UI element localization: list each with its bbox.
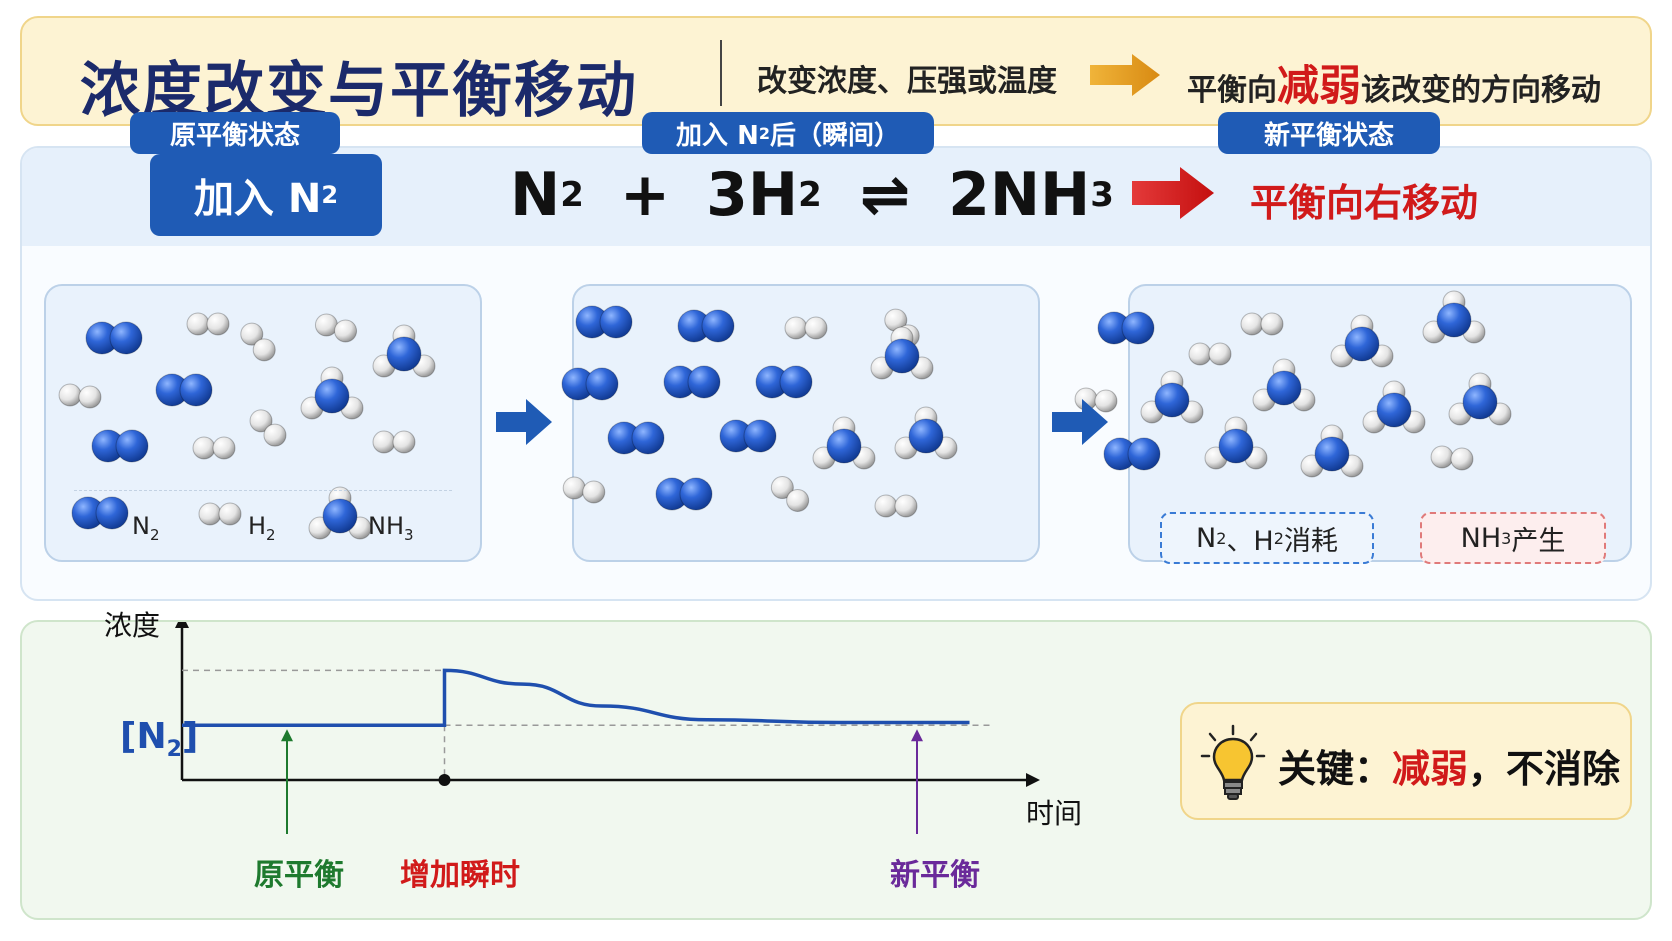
n2-molecule <box>1097 311 1155 345</box>
nh3-molecule <box>1422 290 1486 344</box>
n2-molecule <box>607 421 665 455</box>
nh3-molecule <box>894 406 958 460</box>
stage-label-new: 新平衡状态 <box>1218 112 1440 154</box>
y-axis-label: 浓度 <box>104 609 161 642</box>
reactant-h2-sub: 2 <box>798 175 822 215</box>
h2-molecule <box>198 502 242 526</box>
annotation-arrowhead <box>911 729 923 742</box>
nh3-molecule <box>1204 416 1268 470</box>
reactant-n2-sub: 2 <box>560 175 584 215</box>
n2-concentration-line <box>182 668 970 727</box>
shift-text: 平衡向右移动 <box>1250 181 1479 225</box>
h2-molecule <box>1188 342 1232 366</box>
n2-molecule <box>561 367 619 401</box>
nh3-molecule <box>372 324 436 378</box>
rule-effect: 平衡向减弱该改变的方向移动 <box>1187 52 1601 113</box>
rule-cause-text: 改变浓度、压强或温度 <box>757 64 1057 99</box>
n2-molecule <box>155 373 213 407</box>
nh3-molecule <box>1300 424 1364 478</box>
n2-molecule <box>91 429 149 463</box>
h2-molecule <box>1430 445 1474 471</box>
h2-molecule <box>192 436 236 460</box>
title-banner: 浓度改变与平衡移动 改变浓度、压强或温度 平衡向减弱该改变的方向移动 <box>20 16 1652 126</box>
concentration-chart <box>175 622 1040 834</box>
legend-h2: H2 <box>248 512 276 544</box>
reactant-h2: 3H <box>706 160 799 230</box>
h2-molecule <box>874 494 918 518</box>
rule-effect-highlight: 减弱 <box>1277 61 1362 110</box>
mark-label-new: 新平衡 <box>890 858 980 893</box>
key-point-text: 关键：减弱，不消除 <box>1278 747 1621 791</box>
product-nh3-sub: 3 <box>1090 175 1114 215</box>
nh3-molecule <box>812 416 876 470</box>
legend-nh3: NH3 <box>368 512 414 544</box>
shift-right-arrow-icon <box>1132 167 1214 219</box>
step-arrow-icon <box>1052 399 1108 445</box>
y-axis-arrowhead <box>175 622 189 628</box>
mark-label-original: 原平衡 <box>254 858 344 893</box>
stage-label-original: 原平衡状态 <box>130 112 340 154</box>
plus-sign: + <box>619 160 671 230</box>
equilibrium-symbol: ⇌ <box>859 160 911 230</box>
h2-molecule <box>1240 312 1284 336</box>
h2-molecule <box>562 476 606 504</box>
nh3-molecule <box>300 366 364 420</box>
add-n2-sub: 2 <box>321 181 339 209</box>
nh3-molecule <box>1362 380 1426 434</box>
key-point-box: 关键：减弱，不消除 <box>1180 702 1632 820</box>
lightbulb-icon <box>1200 724 1266 800</box>
title-divider <box>720 40 722 106</box>
n2-molecule <box>755 365 813 399</box>
n2-series-label: [N2] <box>120 716 199 763</box>
rule-arrow-icon <box>1090 54 1160 96</box>
n2-molecule <box>71 496 129 530</box>
annotation-arrowhead <box>281 729 293 742</box>
h2-molecule <box>372 430 416 454</box>
n2-molecule <box>663 365 721 399</box>
n2-molecule <box>85 321 143 355</box>
step-arrow-icon <box>496 399 552 445</box>
add-n2-text: 加入 N <box>193 176 322 222</box>
jump-time-dot <box>438 774 451 786</box>
x-axis-label: 时间 <box>1026 797 1083 830</box>
graph-panel: 浓度 时间 [N2] 原平衡 增加瞬时 新平衡 关键：减弱，不消除 <box>20 609 1652 920</box>
nh3-molecule <box>1448 372 1512 426</box>
nh3-molecule <box>308 486 372 540</box>
n2-molecule <box>655 477 713 511</box>
h2-molecule <box>784 316 828 340</box>
nh3-molecule <box>1252 358 1316 412</box>
molecule-layer <box>58 290 1512 540</box>
n2-molecule <box>719 419 777 453</box>
rule-effect-prefix: 平衡向 <box>1187 73 1277 108</box>
h2-molecule <box>240 322 276 362</box>
n2-molecule <box>575 305 633 339</box>
rule-effect-suffix: 该改变的方向移动 <box>1361 73 1602 108</box>
nh3-molecule <box>1140 370 1204 424</box>
x-axis-arrowhead <box>1026 773 1040 787</box>
h2-molecule <box>314 313 358 343</box>
legend-divider <box>74 490 452 491</box>
n2-molecule <box>1103 437 1161 471</box>
legend-n2: N2 <box>132 512 160 544</box>
h2-molecule <box>249 409 287 447</box>
nh3-molecule <box>1330 314 1394 368</box>
h2-molecule <box>186 312 230 336</box>
reactant-n2: N <box>510 160 561 230</box>
h2-molecule <box>770 476 810 512</box>
n2-molecule <box>677 309 735 343</box>
h2-molecule <box>58 383 102 409</box>
mark-label-instant: 增加瞬时 <box>400 858 520 893</box>
nh3-molecule <box>870 326 934 380</box>
product-nh3: 2NH <box>948 160 1091 230</box>
